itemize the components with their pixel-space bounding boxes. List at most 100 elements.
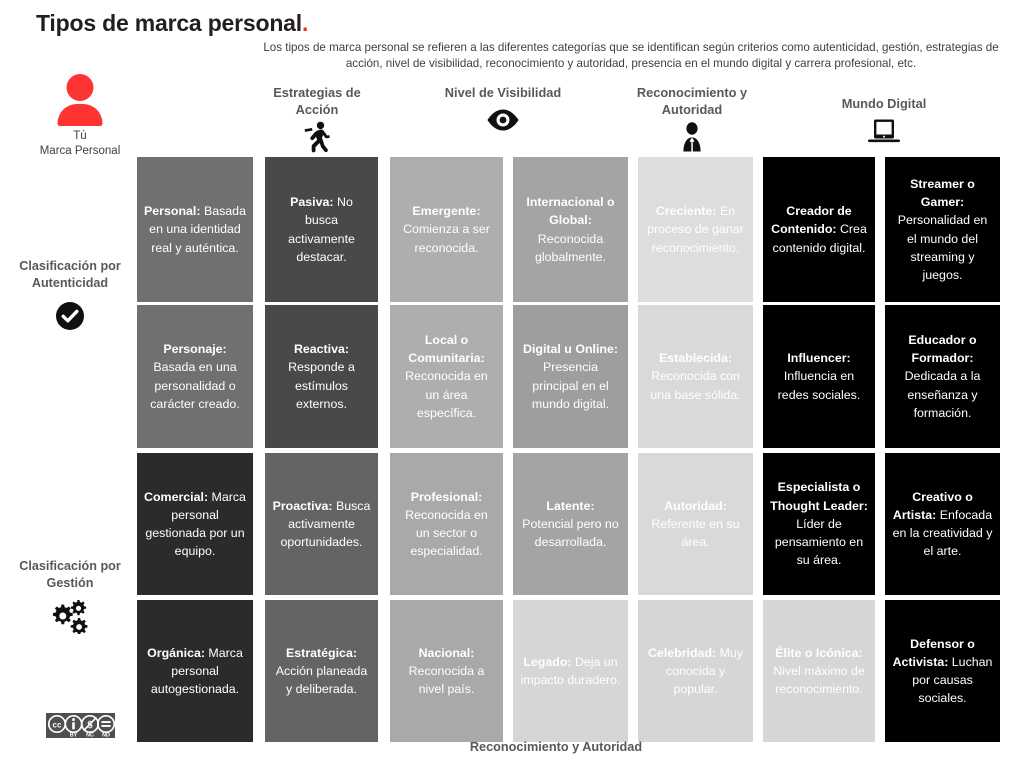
matrix-cell: Defensor o Activista: Luchan por causas … xyxy=(885,600,1000,742)
user-authority-icon xyxy=(628,121,756,153)
column-header-mundo-digital: Mundo Digital xyxy=(820,95,948,147)
column-header-label: Estrategias de Acción xyxy=(273,85,361,117)
column-header-label: Nivel de Visibilidad xyxy=(444,85,562,100)
matrix-cell-description: Referente en su área. xyxy=(651,516,740,550)
page-title: Tipos de marca personal. xyxy=(36,10,308,37)
matrix-cell: Local o Comunitaria: Reconocida en un ár… xyxy=(390,305,503,448)
matrix-cell-term: Legado: xyxy=(523,654,572,669)
matrix-cell-term: Emergente: xyxy=(412,204,481,219)
matrix-cell-description: Personalidad en el mundo del streaming y… xyxy=(897,213,988,282)
matrix-cell-term: Estratégica: xyxy=(286,645,357,660)
page-subtitle: Los tipos de marca personal se refieren … xyxy=(263,41,999,70)
row-group-label: Clasificación por Autenticidad xyxy=(19,259,121,290)
matrix-cell-term: Élite o Icónica: xyxy=(775,645,863,660)
matrix-cell-term: Latente: xyxy=(546,498,595,513)
matrix-cell-term: Creador de Contenido: xyxy=(771,204,852,237)
matrix-cell-term: Defensor o Activista: xyxy=(892,636,975,669)
matrix-cell: Nacional: Reconocida a nivel país. xyxy=(390,600,503,742)
matrix-cell-description: Comienza a ser reconocida. xyxy=(403,222,490,255)
matrix-cell-term: Comercial: xyxy=(144,489,209,504)
laptop-icon xyxy=(820,115,948,147)
matrix-cell: Especialista o Thought Leader: Líder de … xyxy=(763,453,875,595)
matrix-cell-description: Reconocida en un área específica. xyxy=(405,369,488,420)
matrix-cell: Emergente: Comienza a ser reconocida. xyxy=(390,157,503,302)
matrix-cell-description: Deja un impacto duradero. xyxy=(520,654,621,687)
matrix-cell: Legado: Deja un impacto duradero. xyxy=(513,600,628,742)
matrix-cell-term: Celebridad: xyxy=(647,645,717,660)
matrix-cell-description: Dedicada a la enseñanza y formación. xyxy=(904,369,981,420)
matrix-cell-description: Nivel máximo de reconocimiento. xyxy=(773,663,865,697)
identity-block: Tú Marca Personal xyxy=(18,74,142,159)
matrix-cell-description: Reconocida en un sector o especialidad. xyxy=(405,507,488,559)
matrix-cell-term: Local o Comunitaria: xyxy=(408,332,485,366)
matrix-cell-description: Enfocada en la creatividad y el arte. xyxy=(892,507,993,559)
page-title-text: Tipos de marca personal xyxy=(36,10,302,36)
matrix-cell: Orgánica: Marca personal autogestionada. xyxy=(137,600,253,742)
matrix-cell: Personal: Basada en una identidad real y… xyxy=(137,157,253,302)
matrix-cell-description: Basada en una identidad real y auténtica… xyxy=(149,204,246,255)
matrix-cell-term: Personal: xyxy=(144,204,201,219)
svg-text:cc: cc xyxy=(53,720,62,729)
matrix-cell: Reactiva: Responde a estímulos externos. xyxy=(265,305,378,448)
matrix-cell-description: Influencia en redes sociales. xyxy=(777,369,861,402)
matrix-cell: Comercial: Marca personal gestionada por… xyxy=(137,453,253,595)
matrix-cell-term: Autoridad: xyxy=(664,498,727,513)
matrix-cell-term: Nacional: xyxy=(418,645,475,660)
matrix-cell: Establecida: Reconocida con una base sól… xyxy=(638,305,753,448)
matrix-cell: Creativo o Artista: Enfocada en la creat… xyxy=(885,453,1000,595)
matrix-cell: Celebridad: Muy conocida y popular. xyxy=(638,600,753,742)
check-circle-icon xyxy=(6,297,134,335)
matrix-cell: Creciente: En proceso de ganar reconocim… xyxy=(638,157,753,302)
matrix-cell-description: Reconocida a nivel país. xyxy=(408,663,485,697)
matrix-cell-description: Responde a estímulos externos. xyxy=(288,360,355,411)
person-icon xyxy=(18,74,142,126)
matrix-cell: Streamer o Gamer: Personalidad en el mun… xyxy=(885,157,1000,302)
matrix-cell: Proactiva: Busca activamente oportunidad… xyxy=(265,453,378,595)
matrix-cell: Latente: Potencial pero no desarrollada. xyxy=(513,453,628,595)
matrix-cell-description: Líder de pensamiento en su área. xyxy=(774,516,864,568)
matrix-cell: Influencer: Influencia en redes sociales… xyxy=(763,305,875,448)
matrix-cell: Creador de Contenido: Crea contenido dig… xyxy=(763,157,875,302)
column-header-reconocimiento-y-autoridad: Reconocimiento y Autoridad xyxy=(628,84,756,153)
person-icon-body xyxy=(57,104,103,126)
gears-icon xyxy=(6,597,134,635)
matrix-cell: Personaje: Basada en una personalidad o … xyxy=(137,305,253,448)
row-group-autenticidad: Clasificación por Autenticidad xyxy=(6,258,134,335)
matrix-cell-description: Marca personal gestionada por un equipo. xyxy=(145,489,246,559)
matrix-cell-description: Presencia principal en el mundo digital. xyxy=(531,360,610,411)
matrix-cell-term: Especialista o Thought Leader: xyxy=(770,480,868,513)
svg-text:NC: NC xyxy=(86,733,94,738)
matrix-cell-description: En proceso de ganar reconocimiento. xyxy=(647,204,744,255)
axis-bottom-label: Reconocimiento y Autoridad xyxy=(469,740,643,754)
matrix-cell-description: Crea contenido digital. xyxy=(772,222,867,255)
svg-text:$: $ xyxy=(87,719,93,731)
identity-line2: Marca Personal xyxy=(39,145,121,157)
column-header-estrategias-de-accion: Estrategias de Acción xyxy=(256,84,378,153)
title-accent-dot: . xyxy=(301,10,309,36)
matrix-cell-description: Acción planeada y deliberada. xyxy=(275,663,368,697)
matrix-cell: Digital u Online: Presencia principal en… xyxy=(513,305,628,448)
matrix-cell-term: Internacional o Global: xyxy=(526,195,615,228)
matrix-cell-term: Profesional: xyxy=(410,489,483,504)
matrix-cell: Élite o Icónica: Nivel máximo de reconoc… xyxy=(763,600,875,742)
matrix-cell: Educador o Formador: Dedicada a la enseñ… xyxy=(885,305,1000,448)
matrix-cell-description: Potencial pero no desarrollada. xyxy=(522,516,619,550)
matrix-cell-description: Reconocida globalmente. xyxy=(535,231,606,264)
matrix-cell-description: Basada en una personalidad o carácter cr… xyxy=(150,360,240,411)
matrix-cell-term: Creciente: xyxy=(655,204,717,219)
matrix-cell-description: No busca activamente destacar. xyxy=(288,195,355,264)
matrix-cell-term: Reactiva: xyxy=(293,342,350,357)
matrix-cell: Pasiva: No busca activamente destacar. xyxy=(265,157,378,302)
matrix-cell-term: Orgánica: xyxy=(147,645,205,660)
matrix-cell-term: Streamer o Gamer: xyxy=(910,176,975,210)
row-group-gestion: Clasificación por Gestión xyxy=(6,558,134,635)
matrix-cell-term: Creativo o Artista: xyxy=(892,489,973,522)
matrix-cell-description: Busca activamente oportunidades. xyxy=(280,498,371,550)
row-group-label: Clasificación por Gestión xyxy=(19,559,121,590)
matrix-cell-term: Personaje: xyxy=(163,342,227,357)
matrix-cell: Estratégica: Acción planeada y deliberad… xyxy=(265,600,378,742)
identity-line1: Tú xyxy=(73,130,87,142)
matrix-cell: Autoridad: Referente en su área. xyxy=(638,453,753,595)
matrix-cell: Internacional o Global: Reconocida globa… xyxy=(513,157,628,302)
column-header-nivel-de-visibilidad: Nivel de Visibilidad xyxy=(442,84,564,136)
